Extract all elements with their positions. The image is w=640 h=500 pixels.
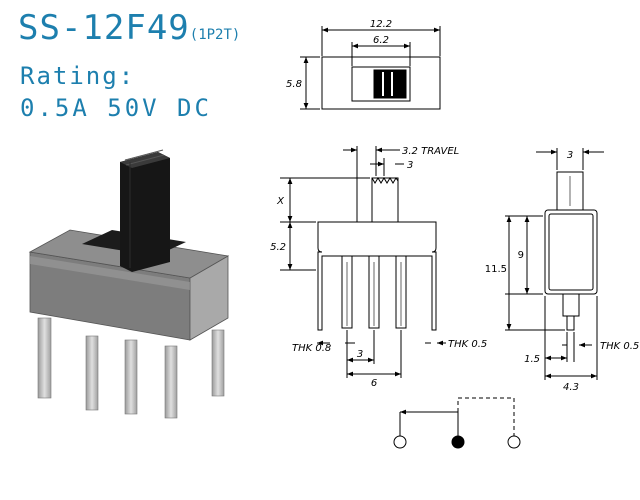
circuit-schematic: [393, 397, 521, 449]
side-view-drawing: [505, 148, 604, 380]
terminal-right-icon: [507, 435, 521, 449]
rating-value: 0.5A 50V DC: [20, 94, 212, 122]
dim-x: X: [276, 196, 285, 207]
dim-side-thk: THK 0.5: [600, 341, 639, 352]
dim-pin-pitch: 3: [357, 349, 363, 360]
dim-side-actuator: 3: [567, 150, 573, 161]
dim-travel: 3.2 TRAVEL: [402, 146, 459, 157]
switch-illustration: [28, 149, 230, 419]
dim-actuator-offset: 3: [407, 160, 413, 171]
rating-label: Rating:: [20, 62, 136, 90]
terminal-left-icon: [393, 435, 407, 449]
pole-config: (1P2T): [189, 27, 241, 43]
dim-side-h1: 9: [518, 250, 524, 261]
top-view-drawing: [300, 26, 441, 110]
dim-thk-right: THK 0.5: [448, 339, 487, 350]
model-number: SS-12F49: [18, 8, 190, 48]
terminal-common-icon: [451, 435, 465, 449]
dim-thk-left: THK 0.8: [292, 343, 331, 354]
front-view-drawing: [280, 146, 446, 378]
dim-top-width: 12.2: [370, 19, 392, 30]
dim-side-h2: 11.5: [485, 264, 507, 275]
dim-top-height: 5.8: [286, 79, 302, 90]
dim-body-height: 5.2: [270, 242, 286, 253]
dim-side-w2: 4.3: [563, 382, 579, 393]
model-title: SS-12F49(1P2T): [18, 8, 240, 48]
dim-pin-span: 6: [371, 378, 377, 389]
dim-side-w1: 1.5: [524, 354, 540, 365]
dim-top-slot: 6.2: [373, 35, 389, 46]
